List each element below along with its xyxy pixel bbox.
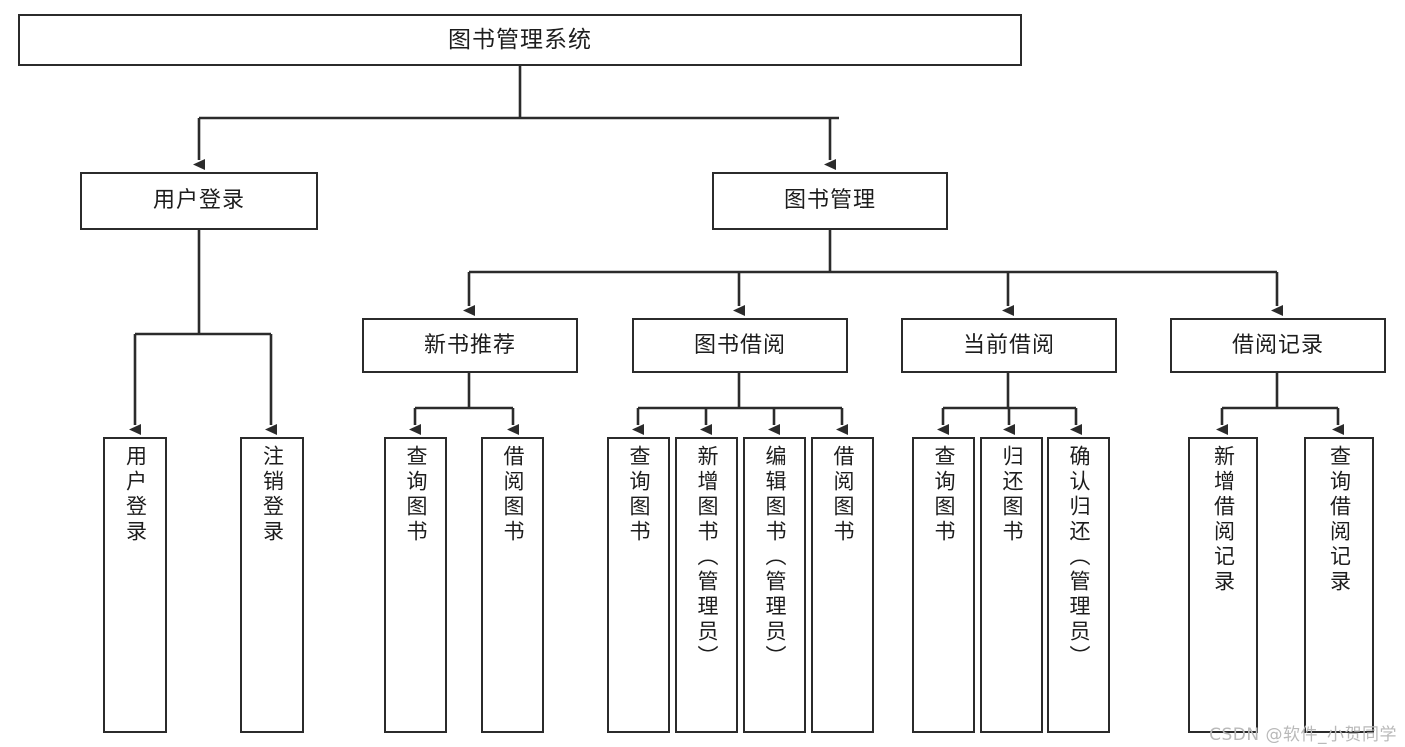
node-leaf-add-record-label: 新增借阅记录 — [1211, 445, 1236, 595]
node-book-manage-label: 图书管理 — [783, 188, 876, 214]
node-new-book-recommend[interactable]: 新书推荐 — [362, 318, 578, 373]
node-leaf-borrow-book-1[interactable]: 借阅图书 — [481, 437, 544, 733]
csdn-watermark: CSDN @软件_小贺同学 — [1209, 725, 1397, 745]
node-leaf-query-book-2-label: 查询图书 — [627, 445, 651, 545]
node-user-login[interactable]: 用户登录 — [80, 172, 318, 230]
node-root-label: 图书管理系统 — [448, 26, 592, 53]
node-book-manage[interactable]: 图书管理 — [712, 172, 948, 230]
node-leaf-edit-book[interactable]: 编辑图书（管理员） — [743, 437, 806, 733]
node-current-borrow[interactable]: 当前借阅 — [901, 318, 1117, 373]
node-book-borrow[interactable]: 图书借阅 — [632, 318, 848, 373]
node-leaf-borrow-book-2[interactable]: 借阅图书 — [811, 437, 874, 733]
node-leaf-query-record[interactable]: 查询借阅记录 — [1304, 437, 1374, 733]
node-leaf-query-book-1-label: 查询图书 — [404, 445, 428, 545]
node-leaf-user-login-label: 用户登录 — [123, 445, 148, 545]
node-leaf-edit-book-label: 编辑图书（管理员） — [763, 445, 787, 670]
node-leaf-user-login[interactable]: 用户登录 — [103, 437, 167, 733]
node-leaf-confirm-return[interactable]: 确认归还（管理员） — [1047, 437, 1110, 733]
node-leaf-query-book-3-label: 查询图书 — [932, 445, 956, 545]
node-leaf-borrow-book-2-label: 借阅图书 — [831, 445, 855, 545]
node-leaf-add-book-label: 新增图书（管理员） — [695, 445, 719, 670]
node-current-borrow-label: 当前借阅 — [962, 332, 1055, 358]
node-user-login-label: 用户登录 — [152, 188, 245, 214]
node-leaf-query-book-3[interactable]: 查询图书 — [912, 437, 975, 733]
node-leaf-borrow-book-1-label: 借阅图书 — [501, 445, 525, 545]
node-leaf-return-book-label: 归还图书 — [1000, 445, 1024, 545]
node-leaf-query-book-1[interactable]: 查询图书 — [384, 437, 447, 733]
node-root-book-management-system[interactable]: 图书管理系统 — [18, 14, 1022, 66]
node-leaf-query-record-label: 查询借阅记录 — [1327, 445, 1352, 595]
node-book-borrow-label: 图书借阅 — [693, 332, 786, 358]
node-borrow-record[interactable]: 借阅记录 — [1170, 318, 1386, 373]
node-leaf-query-book-2[interactable]: 查询图书 — [607, 437, 670, 733]
node-leaf-add-book[interactable]: 新增图书（管理员） — [675, 437, 738, 733]
node-leaf-return-book[interactable]: 归还图书 — [980, 437, 1043, 733]
node-leaf-add-record[interactable]: 新增借阅记录 — [1188, 437, 1258, 733]
node-new-book-recommend-label: 新书推荐 — [423, 332, 516, 358]
node-leaf-logout-label: 注销登录 — [260, 445, 285, 545]
node-leaf-logout[interactable]: 注销登录 — [240, 437, 304, 733]
node-leaf-confirm-return-label: 确认归还（管理员） — [1067, 445, 1091, 670]
node-borrow-record-label: 借阅记录 — [1231, 332, 1324, 358]
